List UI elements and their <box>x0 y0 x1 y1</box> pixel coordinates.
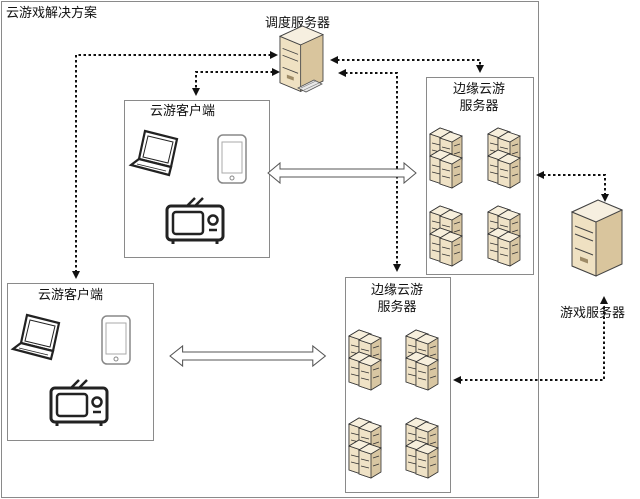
phone-icon <box>217 134 247 184</box>
server-rack-icon <box>349 418 381 478</box>
server-tower-icon <box>571 199 623 277</box>
phone-icon <box>101 315 131 365</box>
server-rack-icon <box>488 206 520 266</box>
client-label-lower: 云游客户端 <box>38 288 104 303</box>
server-rack-icon <box>488 128 520 188</box>
laptop-icon <box>11 313 61 361</box>
edge-server-label-lower-line1: 边缘云游 <box>370 283 423 298</box>
diagram-title: 云游戏解决方案 <box>6 6 98 21</box>
server-rack-icon <box>430 206 462 266</box>
server-rack-icon <box>406 418 438 478</box>
link-scheduler-upper-client <box>192 68 280 96</box>
edge-server-label-lower-line2: 服务器 <box>377 300 417 315</box>
scheduler-label: 调度服务器 <box>265 16 331 31</box>
link-scheduler-upper-edge <box>330 56 484 73</box>
solution-frame <box>1 1 539 498</box>
client-box-lower <box>7 283 154 441</box>
edge-server-box-lower <box>345 277 451 493</box>
edge-server-label-upper-line1: 边缘云游 <box>452 82 505 97</box>
link-scheduler-lower-client <box>72 51 278 279</box>
tv-icon <box>49 378 109 428</box>
server-rack-icon <box>406 330 438 390</box>
keyboard-icon <box>297 79 323 93</box>
server-rack-icon <box>430 128 462 188</box>
bidirectional-arrow-lower <box>169 345 326 367</box>
link-scheduler-lower-edge <box>338 69 401 272</box>
server-rack-icon <box>349 330 381 390</box>
link-game-upper-edge <box>536 171 609 202</box>
link-game-lower-edge <box>453 296 608 384</box>
laptop-icon <box>129 129 179 177</box>
connectors <box>72 51 609 384</box>
edge-server-box-upper <box>426 77 534 275</box>
bidirectional-arrow-upper <box>267 162 417 184</box>
edge-server-label-upper-line2: 服务器 <box>459 99 499 114</box>
tv-icon <box>165 196 225 246</box>
